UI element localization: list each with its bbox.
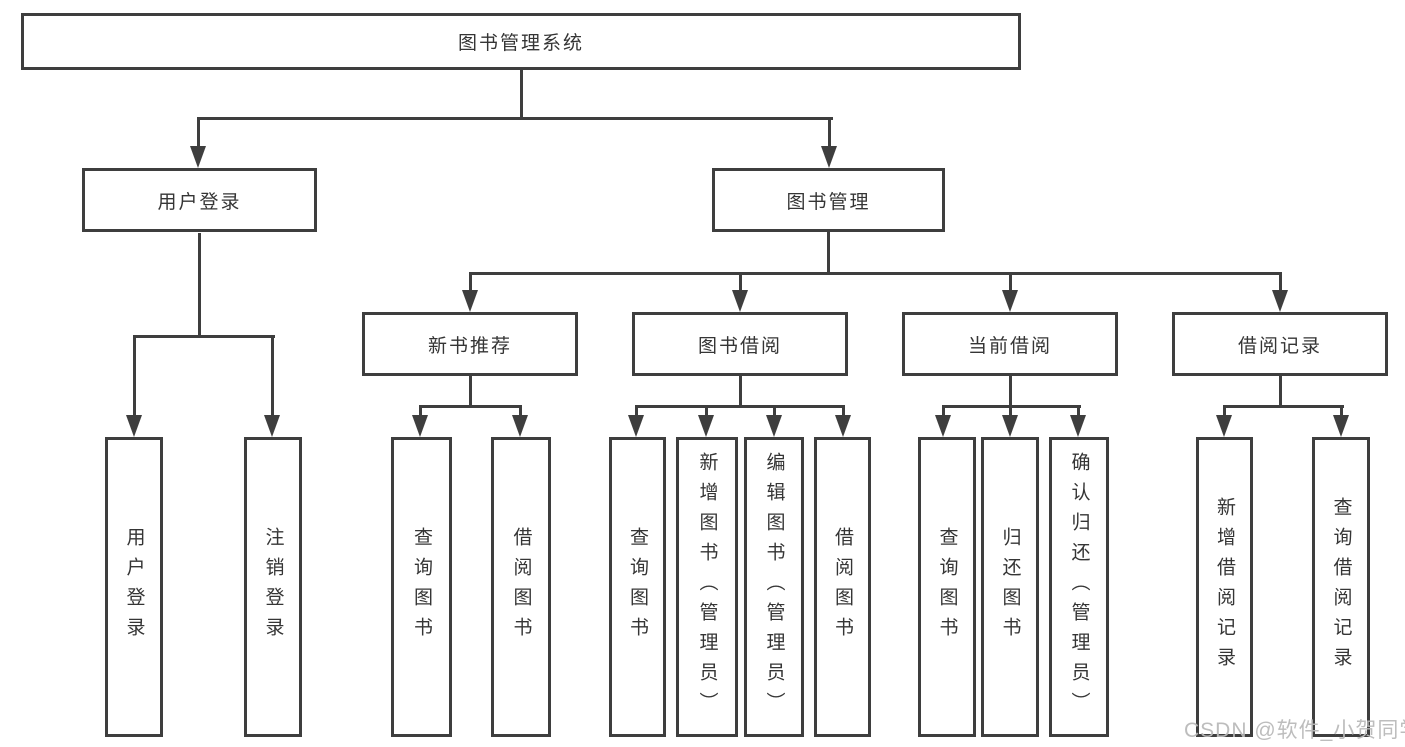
connector-line (827, 232, 830, 273)
leaf-label: 查询图书 (627, 527, 648, 647)
leaf-label: 归还图书 (999, 527, 1021, 647)
connector-line (469, 272, 1282, 275)
connector-line (635, 405, 638, 417)
connector-line (705, 405, 708, 417)
leaf-label: 新增图书（管理员） (696, 452, 718, 722)
connector-line (519, 405, 522, 417)
box-leaf-borrow-book-recommend: 借阅图书 (491, 437, 551, 737)
leaf-label: 查询图书 (936, 527, 958, 647)
leaf-label: 查询借阅记录 (1330, 497, 1352, 677)
arrowhead-down (1070, 415, 1086, 437)
box-new-book-recommend: 新书推荐 (362, 312, 578, 376)
connector-line (942, 405, 945, 417)
box-user-login: 用户登录 (82, 168, 317, 232)
box-leaf-query-book-current: 查询图书 (918, 437, 976, 737)
csdn-watermark: CSDN @软件_小贺同学 (1184, 719, 1405, 742)
connector-line (198, 233, 201, 336)
connector-line (1279, 272, 1282, 292)
box-leaf-return-book: 归还图书 (981, 437, 1039, 737)
connector-line (133, 335, 275, 338)
connector-line (1009, 272, 1012, 292)
arrowhead-down (126, 415, 142, 437)
connector-line (197, 117, 200, 147)
box-leaf-query-book-recommend: 查询图书 (391, 437, 452, 737)
arrowhead-down (698, 415, 714, 437)
box-leaf-borrow-book: 借阅图书 (814, 437, 871, 737)
connector-line (828, 117, 831, 147)
arrowhead-down (264, 415, 280, 437)
connector-line (842, 405, 845, 417)
box-leaf-logout: 注销登录 (244, 437, 302, 737)
connector-line (773, 405, 776, 417)
arrowhead-down (190, 146, 206, 168)
connector-line (739, 376, 742, 407)
connector-line (1279, 376, 1282, 407)
connector-line (1223, 405, 1344, 408)
connector-line (419, 405, 522, 408)
arrowhead-down (935, 415, 951, 437)
connector-line (419, 405, 422, 417)
connector-line (635, 405, 845, 408)
arrowhead-down (1216, 415, 1232, 437)
arrowhead-down (1002, 415, 1018, 437)
connector-line (197, 117, 833, 120)
connector-line (1223, 405, 1226, 417)
leaf-label: 用户登录 (123, 527, 145, 647)
arrowhead-down (835, 415, 851, 437)
leaf-label: 查询图书 (411, 527, 432, 647)
arrowhead-down (462, 290, 478, 312)
box-leaf-query-book-borrow: 查询图书 (609, 437, 666, 737)
connector-line (469, 272, 472, 292)
arrowhead-down (732, 290, 748, 312)
box-leaf-add-book-admin: 新增图书（管理员） (676, 437, 738, 737)
arrowhead-down (412, 415, 428, 437)
connector-line (133, 335, 136, 415)
box-leaf-user-login: 用户登录 (105, 437, 163, 737)
connector-line (1077, 405, 1080, 417)
connector-line (1009, 376, 1012, 407)
leaf-label: 新增借阅记录 (1214, 497, 1235, 677)
leaf-label: 借阅图书 (832, 527, 853, 647)
arrowhead-down (1272, 290, 1288, 312)
arrowhead-down (512, 415, 528, 437)
box-book-management: 图书管理 (712, 168, 945, 232)
box-borrow-records: 借阅记录 (1172, 312, 1388, 376)
box-leaf-edit-book-admin: 编辑图书（管理员） (744, 437, 804, 737)
connector-line (520, 70, 523, 118)
arrowhead-down (1333, 415, 1349, 437)
box-leaf-query-borrow-record: 查询借阅记录 (1312, 437, 1370, 737)
box-leaf-confirm-return-admin: 确认归还（管理员） (1049, 437, 1109, 737)
connector-line (1340, 405, 1343, 417)
arrowhead-down (821, 146, 837, 168)
box-library-system: 图书管理系统 (21, 13, 1021, 70)
box-book-borrow: 图书借阅 (632, 312, 848, 376)
connector-line (1009, 405, 1012, 417)
leaf-label: 注销登录 (262, 527, 284, 647)
arrowhead-down (628, 415, 644, 437)
connector-line (469, 376, 472, 407)
leaf-label: 编辑图书（管理员） (763, 452, 785, 722)
arrowhead-down (1002, 290, 1018, 312)
box-leaf-add-borrow-record: 新增借阅记录 (1196, 437, 1253, 737)
connector-line (739, 272, 742, 292)
leaf-label: 确认归还（管理员） (1068, 452, 1090, 722)
box-current-borrow: 当前借阅 (902, 312, 1118, 376)
connector-line (271, 335, 274, 415)
leaf-label: 借阅图书 (510, 527, 532, 647)
arrowhead-down (766, 415, 782, 437)
